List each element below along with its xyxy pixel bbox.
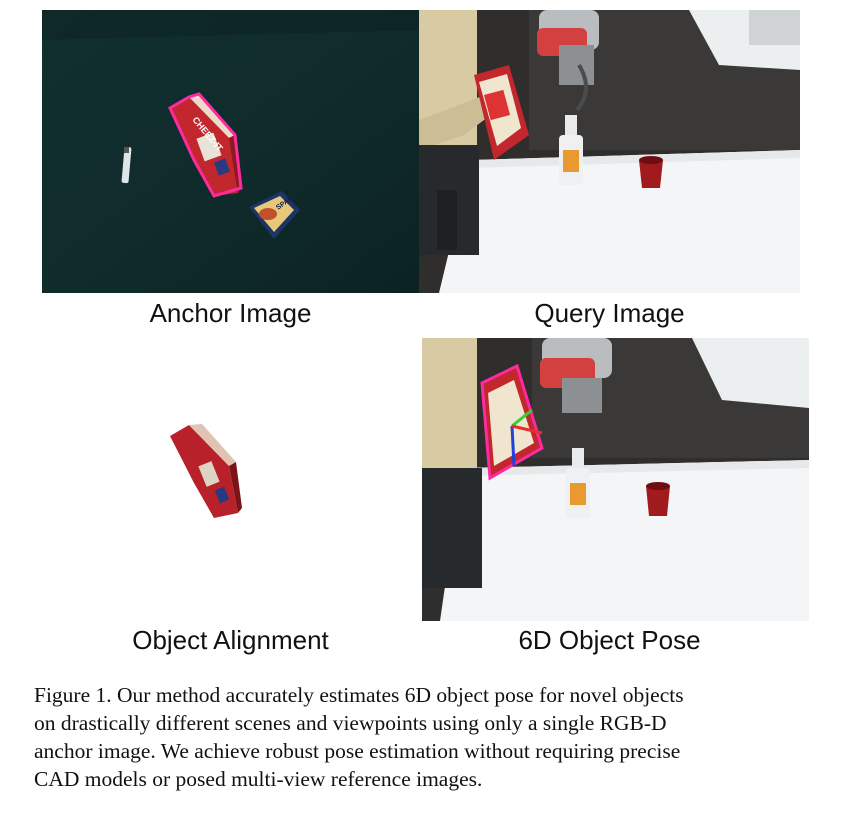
pose-axis-x bbox=[511, 424, 543, 435]
object-alignment-label: Object Alignment bbox=[132, 625, 329, 655]
object-pose-image bbox=[422, 338, 809, 621]
red-cup bbox=[639, 156, 663, 188]
anchor-image: CHEEZ-IT SPAM bbox=[42, 10, 419, 293]
object-alignment-image bbox=[42, 338, 419, 621]
aligned-object bbox=[170, 424, 242, 518]
cracker-box-query bbox=[474, 65, 529, 160]
person bbox=[419, 10, 504, 255]
pose-axis-z bbox=[510, 425, 516, 467]
query-image bbox=[419, 10, 800, 293]
object-pose-label: 6D Object Pose bbox=[518, 625, 701, 655]
cracker-box-pose bbox=[480, 363, 544, 481]
marker-pen bbox=[121, 146, 132, 184]
query-image-label: Query Image bbox=[534, 298, 685, 328]
cracker-box-anchor: CHEEZ-IT bbox=[168, 92, 243, 198]
caption-line: on drastically different scenes and view… bbox=[34, 711, 667, 735]
caption-line: CAD models or posed multi-view reference… bbox=[34, 767, 483, 791]
pose-outline-anchor bbox=[168, 92, 243, 198]
robot-arm bbox=[537, 10, 599, 112]
figure-caption: Figure 1. Our method accurately estimate… bbox=[34, 681, 829, 793]
spam-can: SPAM bbox=[249, 191, 300, 239]
caption-line: Figure 1. Our method accurately estimate… bbox=[34, 683, 684, 707]
pose-axis-y bbox=[511, 408, 533, 428]
detergent-bottle bbox=[559, 115, 583, 185]
anchor-image-label: Anchor Image bbox=[149, 298, 312, 328]
caption-line: anchor image. We achieve robust pose est… bbox=[34, 739, 681, 763]
pose-outline-query bbox=[480, 363, 544, 481]
